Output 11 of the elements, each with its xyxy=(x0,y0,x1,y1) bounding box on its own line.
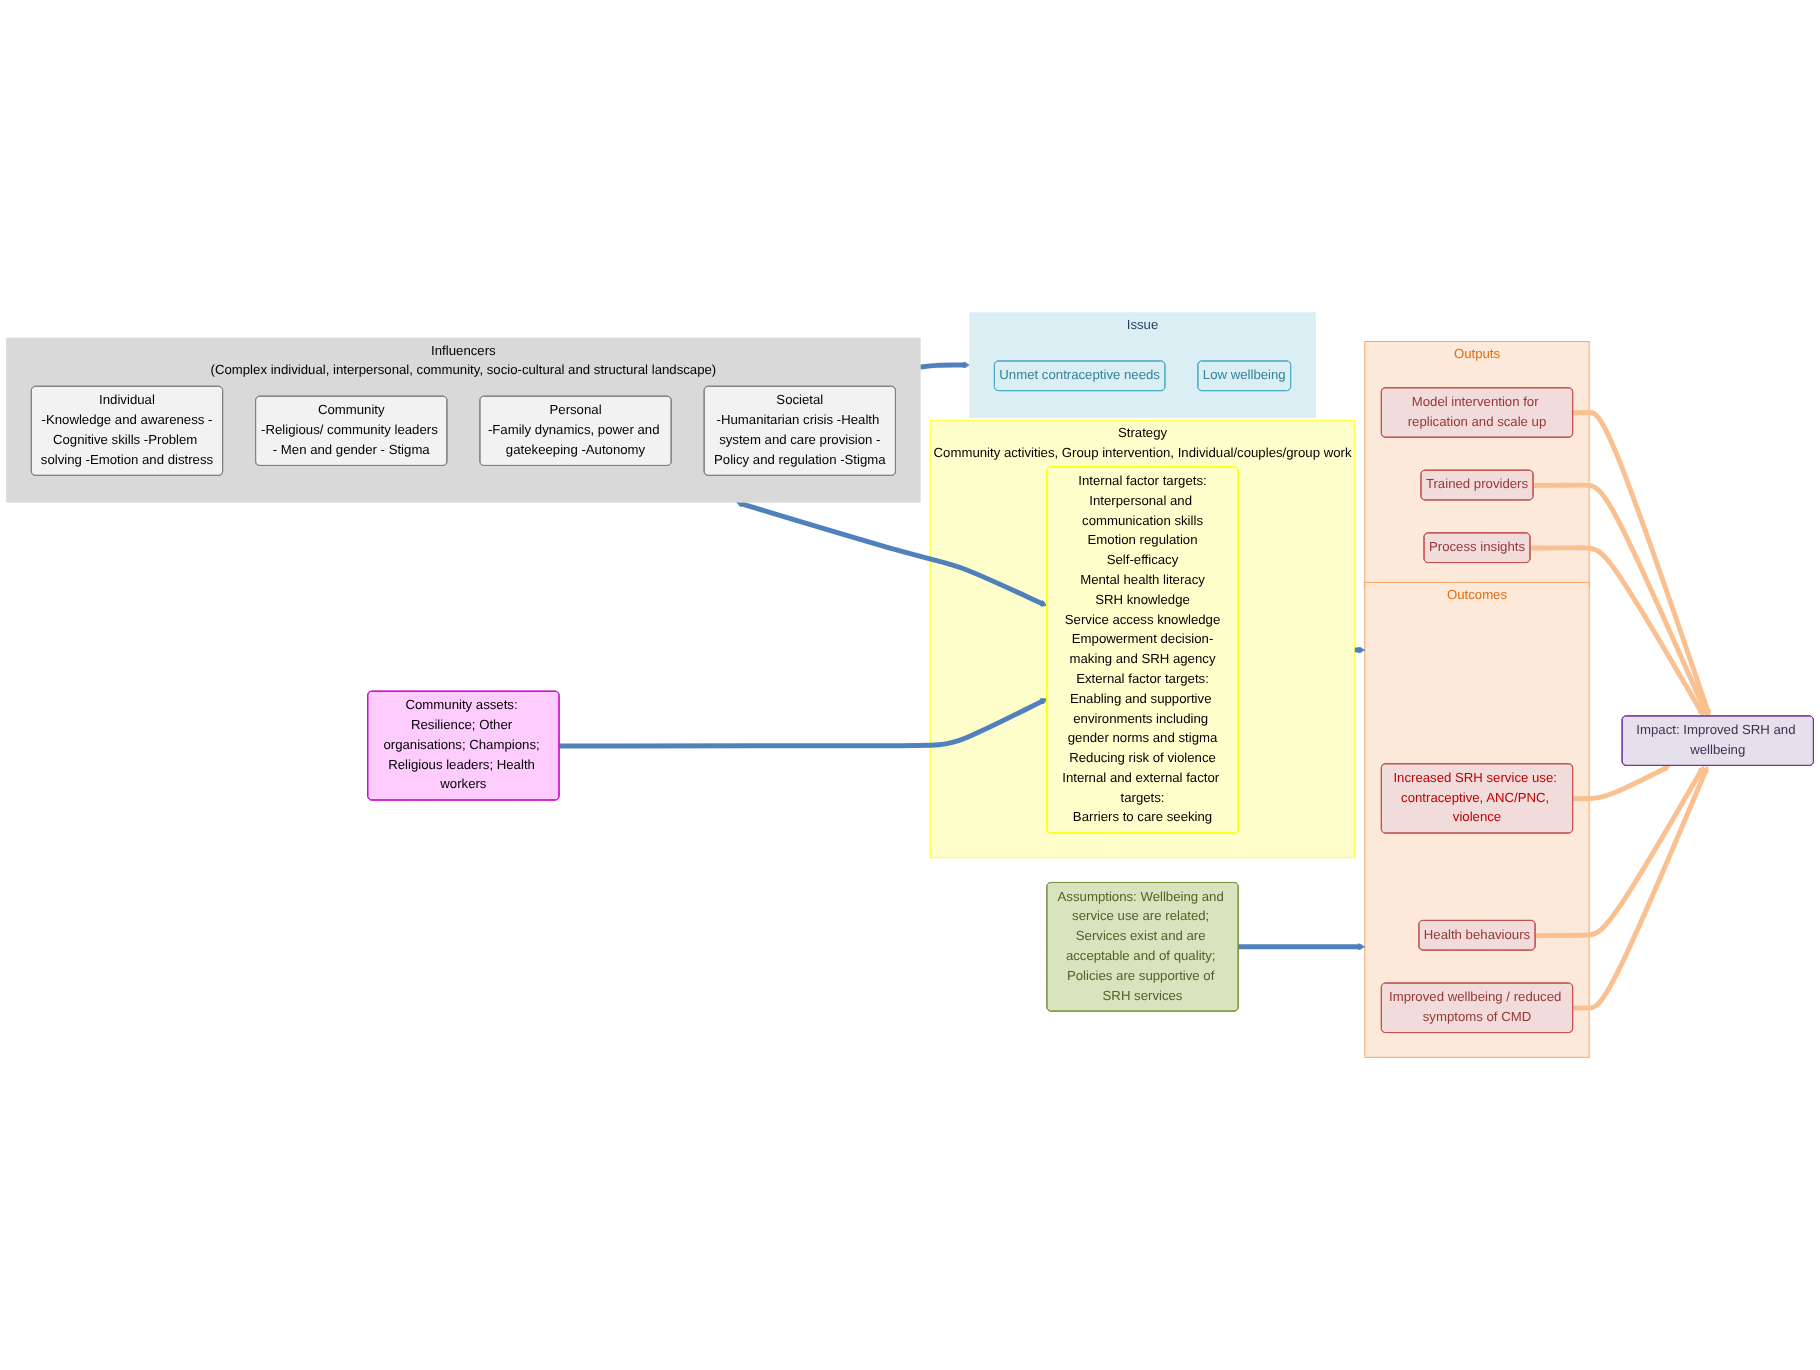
arrow xyxy=(1354,646,1366,654)
arrow xyxy=(1573,765,1709,1011)
arrow xyxy=(1573,410,1712,717)
arrow xyxy=(559,697,1048,749)
arrow xyxy=(1533,482,1709,717)
arrow xyxy=(1535,765,1705,939)
arrow xyxy=(1530,545,1705,717)
arrow xyxy=(1238,943,1366,951)
arrow xyxy=(1573,765,1671,802)
arrow xyxy=(736,500,1048,607)
arrow xyxy=(919,361,970,370)
